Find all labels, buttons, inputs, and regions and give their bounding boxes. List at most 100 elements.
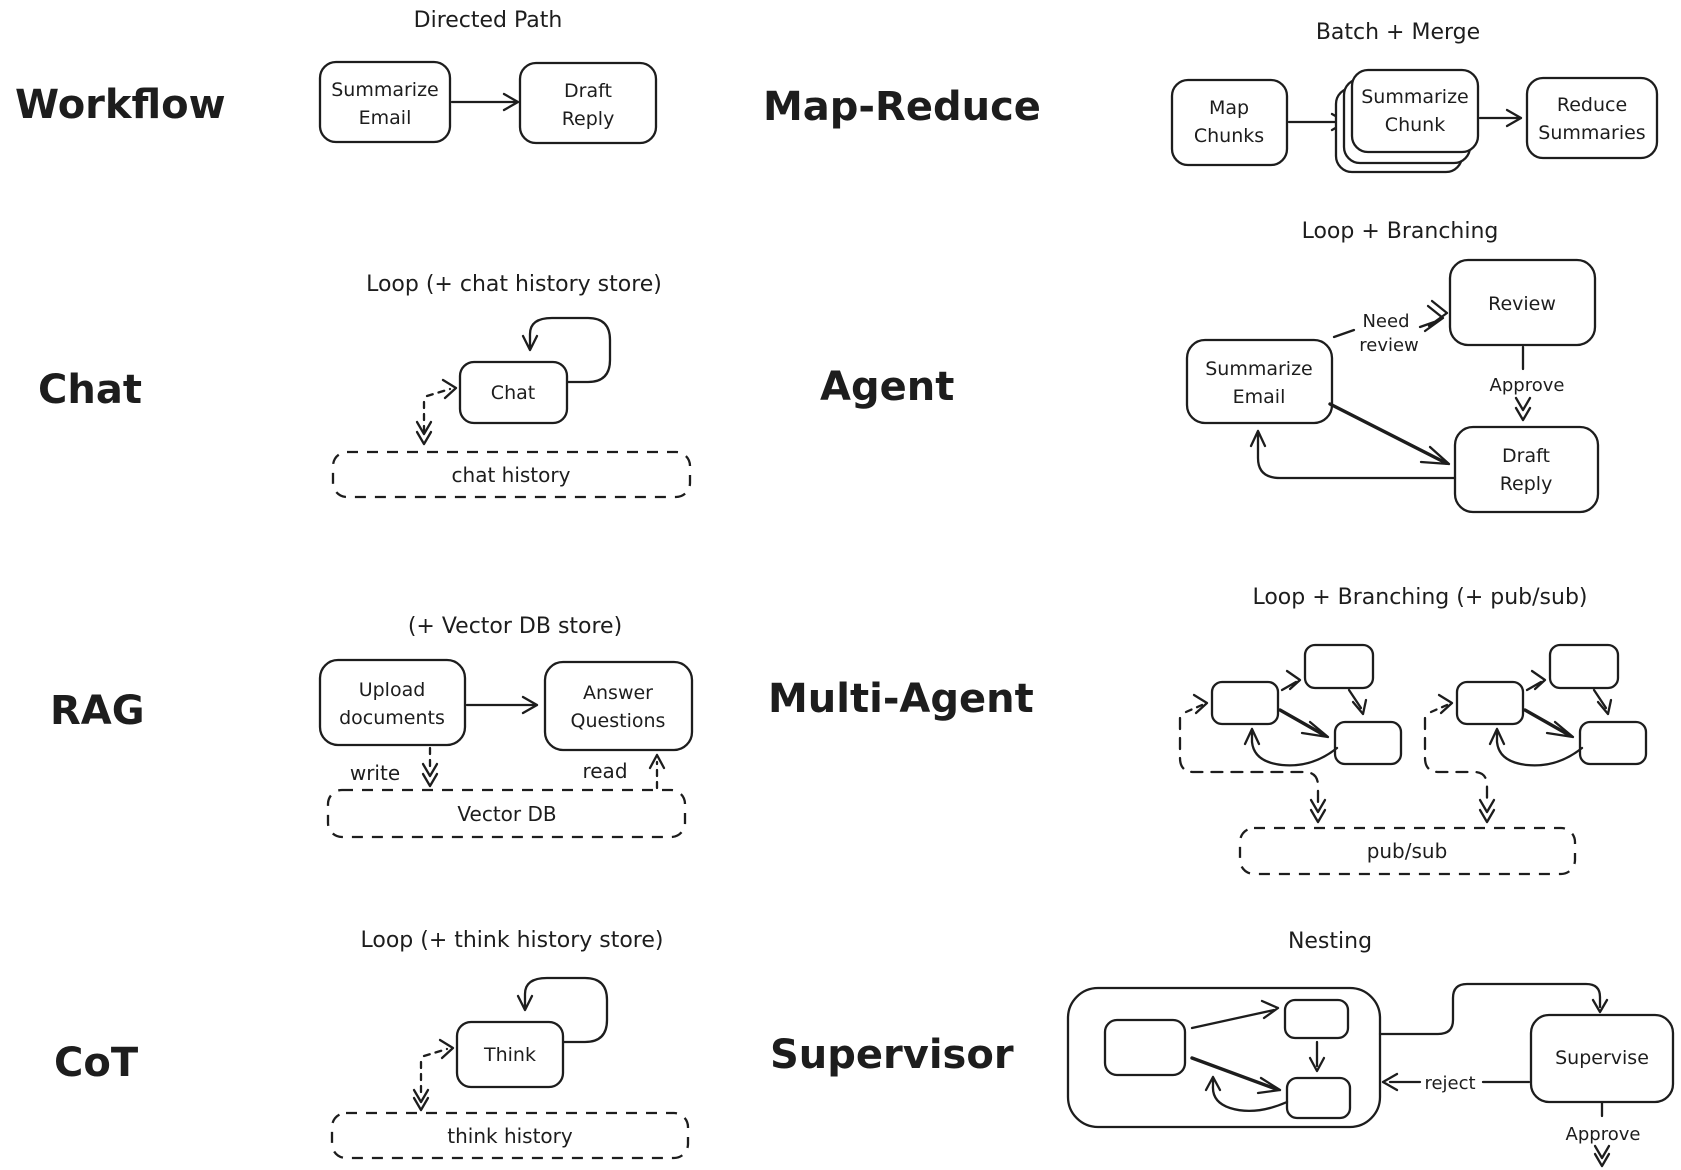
rag-edge-write: write <box>350 761 400 785</box>
agent-arrow-need-review <box>1418 299 1449 333</box>
multi-agent-cluster1-entry-head <box>1192 693 1209 715</box>
multi-agent-cluster2-arrow-left-to-top <box>1525 669 1547 692</box>
rag-edge-read: read <box>582 759 627 783</box>
multi-agent-cluster2-arrow-top-to-bottom <box>1592 688 1613 716</box>
map-reduce-title: Batch + Merge <box>1316 20 1480 45</box>
cot-panel: CoT Loop (+ think history store) Think t… <box>54 928 690 1160</box>
workflow-arrow <box>450 92 520 112</box>
multi-agent-cluster1-arrow-left-to-bottom-head <box>1300 720 1330 739</box>
multi-agent-cluster2-arrow-left-to-bottom-head <box>1545 720 1575 739</box>
agent-edge-approve: Approve <box>1490 375 1565 396</box>
multi-agent-cluster1-loop-back <box>1243 727 1339 767</box>
agent-node-summarize-email-line1: Summarize <box>1205 358 1313 380</box>
chat-self-loop-arrow <box>521 316 612 384</box>
multi-agent-label: Multi-Agent <box>768 676 1034 722</box>
supervisor-panel: Supervisor Nesting Supervise reject Appr… <box>770 929 1675 1168</box>
map-reduce-label: Map-Reduce <box>763 84 1041 130</box>
multi-agent-cluster2-node-left <box>1455 680 1525 726</box>
cot-self-loop-arrow <box>516 976 609 1044</box>
agent-arrow-summarize-to-draft <box>1328 402 1448 465</box>
agent-arrow-approve-head <box>1514 396 1532 422</box>
cot-store-read-arrowhead <box>438 1038 455 1060</box>
rag-store-box <box>326 788 687 839</box>
multi-agent-cluster1-entry-dashed <box>1184 703 1204 714</box>
chat-node-chat-text: Chat <box>491 382 535 404</box>
chat-store-read-arrow <box>425 387 452 398</box>
multi-agent-cluster1-pubsub-arrowhead <box>1309 798 1327 824</box>
supervisor-inner-arrow-left-to-bottom <box>1190 1056 1278 1091</box>
supervisor-inner-arrow-top-to-bottom <box>1308 1040 1326 1073</box>
agent-title: Loop + Branching <box>1302 219 1499 244</box>
rag-node-answer-questions-line2: Questions <box>571 710 666 732</box>
map-reduce-node-reduce-summaries-line1: Reduce <box>1557 94 1627 116</box>
agent-node-draft-reply-line1: Draft <box>1502 445 1550 467</box>
multi-agent-cluster1-arrow-left-to-bottom <box>1278 708 1326 737</box>
workflow-node-summarize-email <box>318 60 452 144</box>
map-reduce-node-summarize-chunk <box>1350 68 1480 154</box>
rag-node-upload-documents <box>318 658 467 747</box>
agent-need-review-connector <box>1332 328 1356 339</box>
supervisor-approve-arrowhead <box>1593 1144 1611 1168</box>
supervisor-edge-reject: reject <box>1424 1073 1475 1094</box>
rag-node-answer-questions-line1: Answer <box>583 682 653 704</box>
agent-node-draft-reply <box>1453 425 1600 514</box>
multi-agent-cluster2-pubsub-dashed <box>1423 716 1489 806</box>
supervisor-inner-arrow-left-to-top <box>1190 999 1280 1030</box>
multi-agent-cluster2-node-bottom <box>1578 720 1648 766</box>
chat-title: Loop (+ chat history store) <box>366 272 662 297</box>
rag-read-arrowhead <box>648 753 666 770</box>
multi-agent-cluster2-entry-dashed <box>1429 703 1449 714</box>
multi-agent-cluster1-arrow-left-to-top <box>1280 669 1302 692</box>
workflow-node-draft-reply-line1: Draft <box>564 80 612 102</box>
cot-node-think <box>455 1020 565 1089</box>
workflow-node-draft-reply <box>518 61 658 145</box>
agent-arrow-summarize-to-draft-head <box>1419 445 1451 466</box>
map-reduce-node-map-chunks-line1: Map <box>1209 97 1249 119</box>
cot-store-read-arrow <box>422 1047 449 1058</box>
workflow-label: Workflow <box>15 82 226 128</box>
rag-panel: RAG (+ Vector DB store) Upload documents… <box>50 614 694 839</box>
supervisor-reject-arrow-left <box>1381 1072 1422 1092</box>
chat-store-text: chat history <box>452 463 571 487</box>
chat-store-box <box>331 450 692 499</box>
rag-node-upload-documents-line2: documents <box>339 707 445 729</box>
multi-agent-store-box <box>1238 826 1577 876</box>
agent-node-summarize-email <box>1185 338 1334 425</box>
supervisor-node-supervise-text: Supervise <box>1555 1047 1649 1069</box>
workflow-node-summarize-email-line1: Summarize <box>331 79 439 101</box>
supervisor-inner-arrow-left-to-bottom-head <box>1256 1076 1282 1095</box>
multi-agent-panel: Multi-Agent Loop + Branching (+ pub/sub) <box>768 585 1648 876</box>
map-reduce-node-map-chunks <box>1170 78 1289 167</box>
map-reduce-node-reduce-summaries <box>1525 76 1659 160</box>
cot-node-think-text: Think <box>483 1044 536 1066</box>
agent-arrow-draft-to-summarize-loop <box>1249 429 1457 480</box>
rag-node-answer-questions <box>543 660 694 752</box>
chat-panel: Chat Loop (+ chat history store) Chat ch… <box>38 272 692 499</box>
chat-label: Chat <box>38 367 142 413</box>
rag-store-text: Vector DB <box>457 802 556 826</box>
cot-store-text: think history <box>447 1124 573 1148</box>
multi-agent-cluster-1 <box>1178 643 1403 824</box>
map-reduce-panel: Map-Reduce Batch + Merge Map Chunks Summ… <box>763 20 1659 174</box>
rag-title: (+ Vector DB store) <box>408 614 622 639</box>
multi-agent-cluster1-node-left <box>1210 680 1280 726</box>
cot-store-write-arrowhead <box>412 1088 430 1112</box>
workflow-panel: Workflow Directed Path Summarize Email D… <box>15 8 658 145</box>
rag-label: RAG <box>50 688 145 734</box>
multi-agent-cluster1-node-top <box>1303 643 1375 690</box>
workflow-node-summarize-email-line2: Email <box>359 107 412 129</box>
multi-agent-cluster2-pubsub-arrowhead <box>1478 798 1496 824</box>
rag-arrow-upload-to-answer <box>465 695 539 715</box>
supervisor-title: Nesting <box>1288 929 1372 954</box>
multi-agent-cluster1-pubsub-dashed <box>1178 716 1320 806</box>
multi-agent-cluster2-loop-back <box>1488 727 1584 767</box>
chat-store-write-arrowhead <box>415 420 433 446</box>
agent-label: Agent <box>820 364 954 410</box>
supervisor-inner-node-left <box>1103 1018 1187 1077</box>
agent-panel: Agent Loop + Branching Review Summarize … <box>820 219 1600 514</box>
multi-agent-title: Loop + Branching (+ pub/sub) <box>1252 585 1587 610</box>
chat-store-read-arrowhead <box>441 378 458 400</box>
cot-title: Loop (+ think history store) <box>360 928 663 953</box>
